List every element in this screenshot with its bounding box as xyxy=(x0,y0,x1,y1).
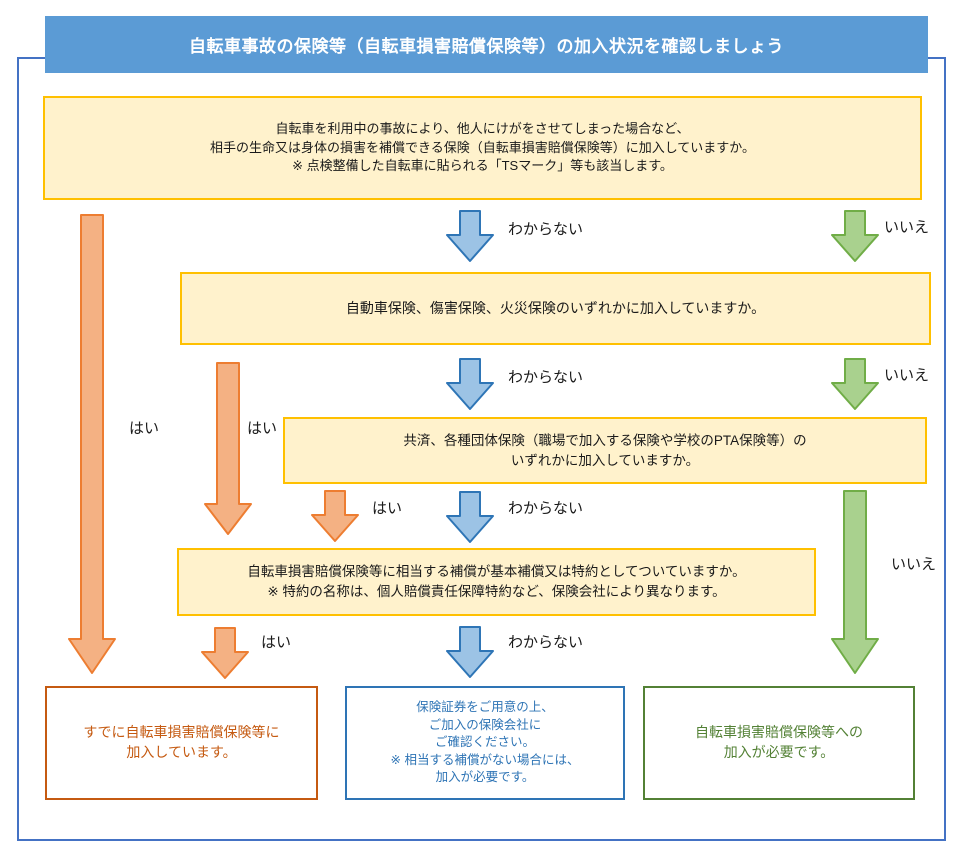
q2-yes-label: はい xyxy=(247,420,278,437)
q3-no-label: いいえ xyxy=(891,556,937,573)
page-title: 自転車事故の保険等（自転車損害賠償保険等）の加入状況を確認しましょう xyxy=(189,37,784,56)
q1-dont-know-label: わからない xyxy=(508,221,584,238)
q3-dont-know-label: わからない xyxy=(508,500,584,517)
question-box-1: 自転車を利用中の事故により、他人にけがをさせてしまった場合など、 相手の生命又は… xyxy=(43,96,922,200)
q4-dont-know-down-arrow-icon xyxy=(446,626,494,679)
q2-no-label: いいえ xyxy=(884,367,930,384)
q1-yes-label: はい xyxy=(129,420,160,437)
question-box-4: 自転車損害賠償保険等に相当する補償が基本補償又は特約としてついていますか。 ※ … xyxy=(177,548,816,616)
q1-dont-know-down-arrow-icon xyxy=(446,210,494,263)
q2-yes-down-arrow-icon xyxy=(204,362,252,536)
q3-yes-down-arrow-icon xyxy=(311,490,359,543)
question-1-text: 自転車を利用中の事故により、他人にけがをさせてしまった場合など、 相手の生命又は… xyxy=(209,120,756,174)
result-needed-text: 自転車損害賠償保険等への 加入が必要です。 xyxy=(695,724,863,760)
q3-no-down-arrow-icon xyxy=(831,490,879,675)
question-4-text: 自転車損害賠償保険等に相当する補償が基本補償又は特約としてついていますか。 ※ … xyxy=(247,564,746,599)
q1-no-label: いいえ xyxy=(884,219,930,236)
result-box-check-with-insurer: 保険証券をご用意の上、 ご加入の保険会社に ご確認ください。 ※ 相当する補償が… xyxy=(345,686,625,800)
question-3-text: 共済、各種団体保険（職場で加入する保険や学校のPTA保険等）の いずれかに加入し… xyxy=(403,432,807,468)
header-bar: 自転車事故の保険等（自転車損害賠償保険等）の加入状況を確認しましょう xyxy=(45,16,928,73)
q2-no-down-arrow-icon xyxy=(831,358,879,411)
q1-no-down-arrow-icon xyxy=(831,210,879,263)
q1-yes-down-arrow-icon xyxy=(68,214,116,675)
q4-yes-down-arrow-icon xyxy=(201,627,249,680)
result-enrolled-text: すでに自転車損害賠償保険等に 加入しています。 xyxy=(83,724,280,760)
q4-dont-know-label: わからない xyxy=(508,634,584,651)
question-box-2: 自動車保険、傷害保険、火災保険のいずれかに加入していますか。 xyxy=(180,272,931,345)
q4-yes-label: はい xyxy=(261,634,292,651)
q2-dont-know-down-arrow-icon xyxy=(446,358,494,411)
result-check-text: 保険証券をご用意の上、 ご加入の保険会社に ご確認ください。 ※ 相当する補償が… xyxy=(390,700,580,785)
q2-dont-know-label: わからない xyxy=(508,369,584,386)
q3-yes-label: はい xyxy=(372,500,403,517)
result-box-enrolled: すでに自転車損害賠償保険等に 加入しています。 xyxy=(45,686,318,800)
question-2-text: 自動車保険、傷害保険、火災保険のいずれかに加入していますか。 xyxy=(345,300,766,317)
result-box-enrollment-needed: 自転車損害賠償保険等への 加入が必要です。 xyxy=(643,686,915,800)
question-box-3: 共済、各種団体保険（職場で加入する保険や学校のPTA保険等）の いずれかに加入し… xyxy=(283,417,927,484)
q3-dont-know-down-arrow-icon xyxy=(446,491,494,544)
